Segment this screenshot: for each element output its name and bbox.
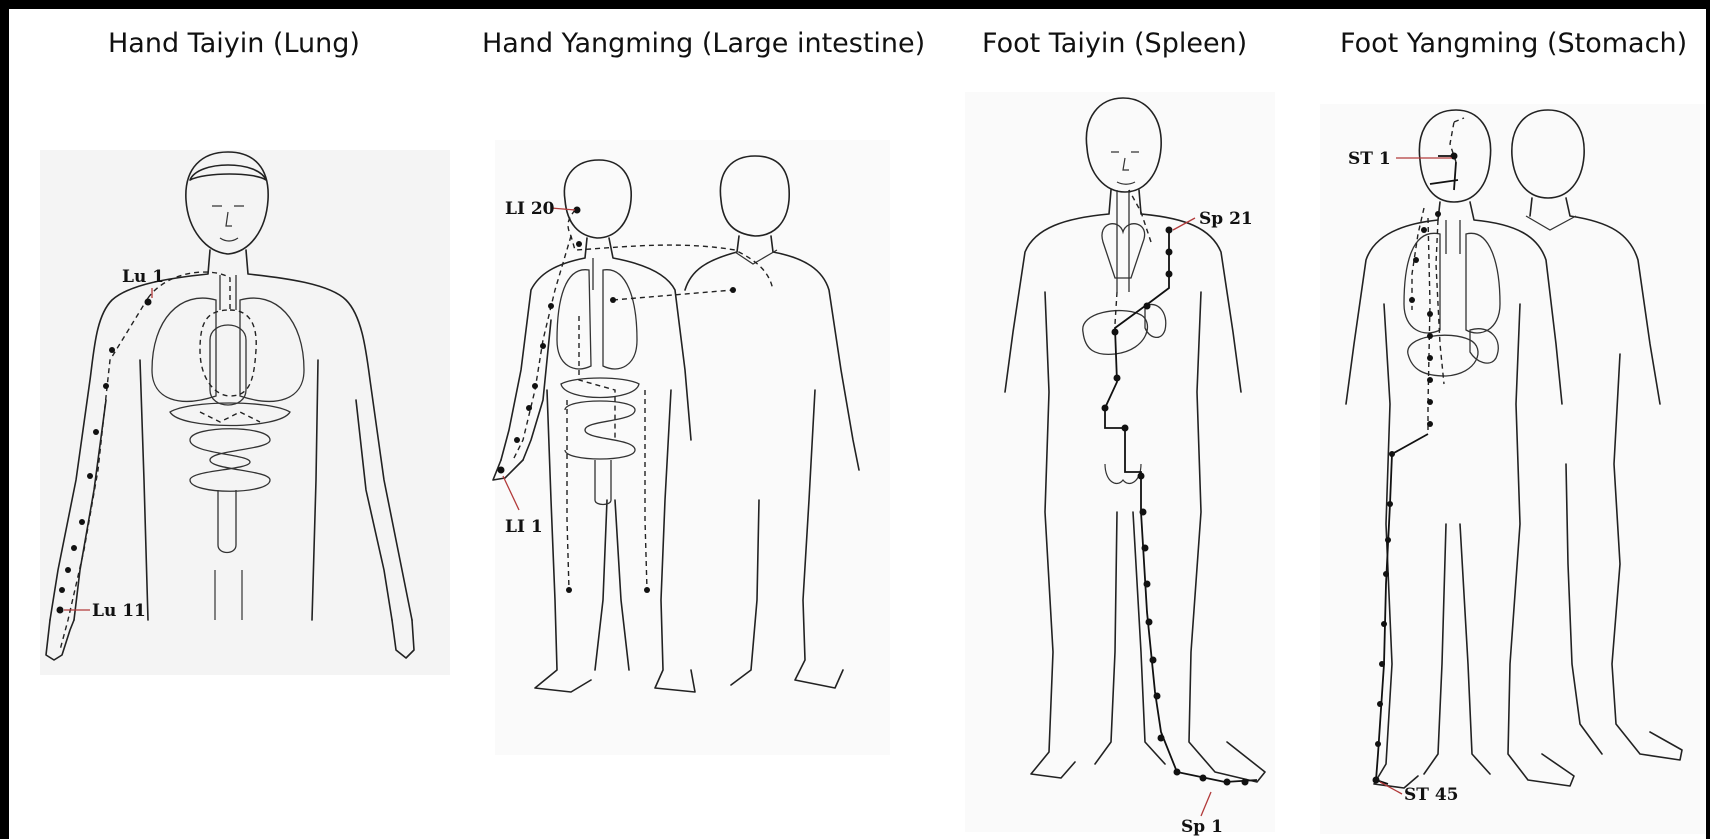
sp1-label: Sp 1 [1181, 817, 1223, 837]
lu11-label: Lu 11 [92, 601, 146, 621]
sp1-point [1242, 779, 1249, 786]
panel-title-large-intestine: Hand Yangming (Large intestine) [482, 28, 925, 59]
sp21-label: Sp 21 [1199, 209, 1253, 229]
spleen-figure-svg: Sp 21 Sp 1 [965, 92, 1275, 832]
lu1-point [145, 299, 152, 306]
li1-label: LI 1 [505, 517, 543, 537]
lung-meridian-illustration: Lu 1 Lu 11 [40, 150, 450, 675]
large-intestine-figure-svg: LI 20 LI 1 [495, 140, 890, 755]
lung-figure-svg: Lu 1 Lu 11 [40, 150, 450, 675]
large-intestine-meridian-illustration: LI 20 LI 1 [495, 140, 890, 755]
st45-point [1373, 777, 1380, 784]
stomach-figure-svg: ST 1 ST 45 [1320, 104, 1705, 834]
li20-label: LI 20 [505, 199, 555, 219]
st1-label: ST 1 [1348, 149, 1391, 169]
lu1-label: Lu 1 [122, 267, 164, 287]
panel-title-lung: Hand Taiyin (Lung) [108, 28, 360, 59]
panel-title-stomach: Foot Yangming (Stomach) [1340, 28, 1687, 59]
st45-label: ST 45 [1404, 785, 1459, 805]
sp21-point [1166, 227, 1173, 234]
spleen-meridian-illustration: Sp 21 Sp 1 [965, 92, 1275, 832]
panel-title-spleen: Foot Taiyin (Spleen) [982, 28, 1247, 59]
lu11-point [57, 607, 64, 614]
stomach-meridian-illustration: ST 1 ST 45 [1320, 104, 1705, 834]
li1-point [498, 467, 505, 474]
